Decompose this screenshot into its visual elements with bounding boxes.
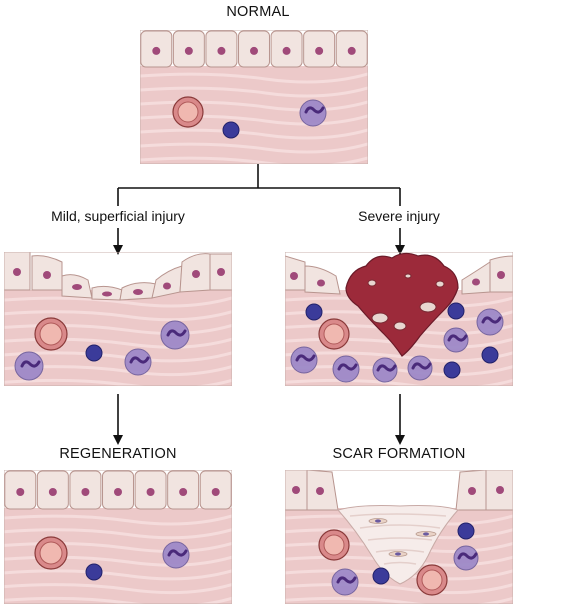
neutrophil [290, 346, 318, 374]
cell-nucleus [315, 46, 324, 55]
lymphocyte [85, 563, 103, 581]
cell-nucleus [217, 46, 226, 55]
cell-nucleus [152, 46, 161, 55]
neutrophil [476, 308, 504, 336]
lymphocyte [443, 361, 461, 379]
blood-vessel [318, 529, 350, 561]
tissue-fiber [4, 569, 232, 581]
panel-severe-injury [285, 252, 513, 386]
cell-nucleus [16, 488, 25, 496]
lymphocyte [457, 522, 475, 540]
tissue-fiber [4, 583, 232, 595]
fibroblast [368, 518, 388, 524]
neutrophil [160, 320, 190, 350]
neutrophil [331, 568, 359, 596]
epithelium [140, 30, 368, 68]
blood-vessel [416, 564, 448, 596]
cell-nucleus [250, 46, 258, 55]
lymphocyte [447, 302, 465, 320]
epithelium-left [285, 470, 339, 511]
damaged-epithelium [4, 252, 232, 301]
cell-nucleus [179, 488, 188, 496]
epithelium-right [455, 470, 513, 511]
epithelium-right [461, 255, 513, 295]
neutrophil [453, 545, 479, 571]
neutrophil [299, 99, 327, 127]
lymphocyte [305, 303, 323, 321]
label-mild-injury: Mild, superficial injury [51, 208, 185, 224]
panel-mild-injury [4, 252, 232, 386]
neutrophil [162, 541, 190, 569]
lymphocyte [481, 346, 499, 364]
tissue-fiber [140, 156, 368, 164]
tissue-fiber [285, 378, 513, 386]
tissue-fiber [140, 142, 368, 154]
cell-nucleus [81, 488, 90, 496]
fibroblast [415, 531, 437, 537]
tissue-fiber [4, 596, 232, 604]
lymphocyte [372, 567, 390, 585]
connector-lines [113, 164, 405, 445]
tissue-fiber [140, 72, 368, 84]
blood-vessel [318, 318, 350, 350]
tissue-fiber [4, 378, 232, 386]
fibroblast [388, 551, 408, 557]
neutrophil [372, 357, 398, 383]
lymphocyte [222, 121, 240, 139]
tissue-fiber [4, 528, 232, 540]
cell-nucleus [114, 488, 122, 496]
tissue-fiber [4, 310, 232, 322]
tissue-fiber [285, 596, 513, 604]
panel-regeneration [4, 470, 232, 604]
blood-vessel [34, 536, 68, 570]
cell-nucleus [347, 46, 356, 55]
epithelium-left [285, 255, 341, 295]
cell-nucleus [48, 488, 57, 496]
neutrophil [14, 351, 44, 381]
neutrophil [124, 348, 152, 376]
tissue-fiber [4, 514, 232, 526]
blood-vessel [34, 317, 68, 351]
scar-tissue [337, 505, 459, 585]
cell-nucleus [184, 46, 193, 55]
cell-nucleus [282, 46, 291, 55]
tissue-fiber [140, 86, 368, 98]
tissue-fiber [140, 128, 368, 140]
blood-vessel [172, 96, 204, 128]
neutrophil [332, 355, 360, 383]
label-severe-injury: Severe injury [358, 208, 440, 224]
label-normal: NORMAL [226, 4, 290, 20]
label-regeneration: REGENERATION [59, 446, 177, 462]
panel-normal [140, 30, 368, 164]
neutrophil [443, 327, 469, 353]
cell-nucleus [146, 488, 155, 496]
epithelium [4, 470, 232, 510]
blood-clot [345, 252, 459, 357]
cell-nucleus [211, 488, 220, 496]
tissue-fiber [285, 583, 513, 595]
label-scar-formation: SCAR FORMATION [332, 446, 466, 462]
neutrophil [407, 355, 433, 381]
lymphocyte [85, 344, 103, 362]
tissue-fiber [4, 296, 232, 308]
panel-scar-formation [285, 470, 513, 604]
